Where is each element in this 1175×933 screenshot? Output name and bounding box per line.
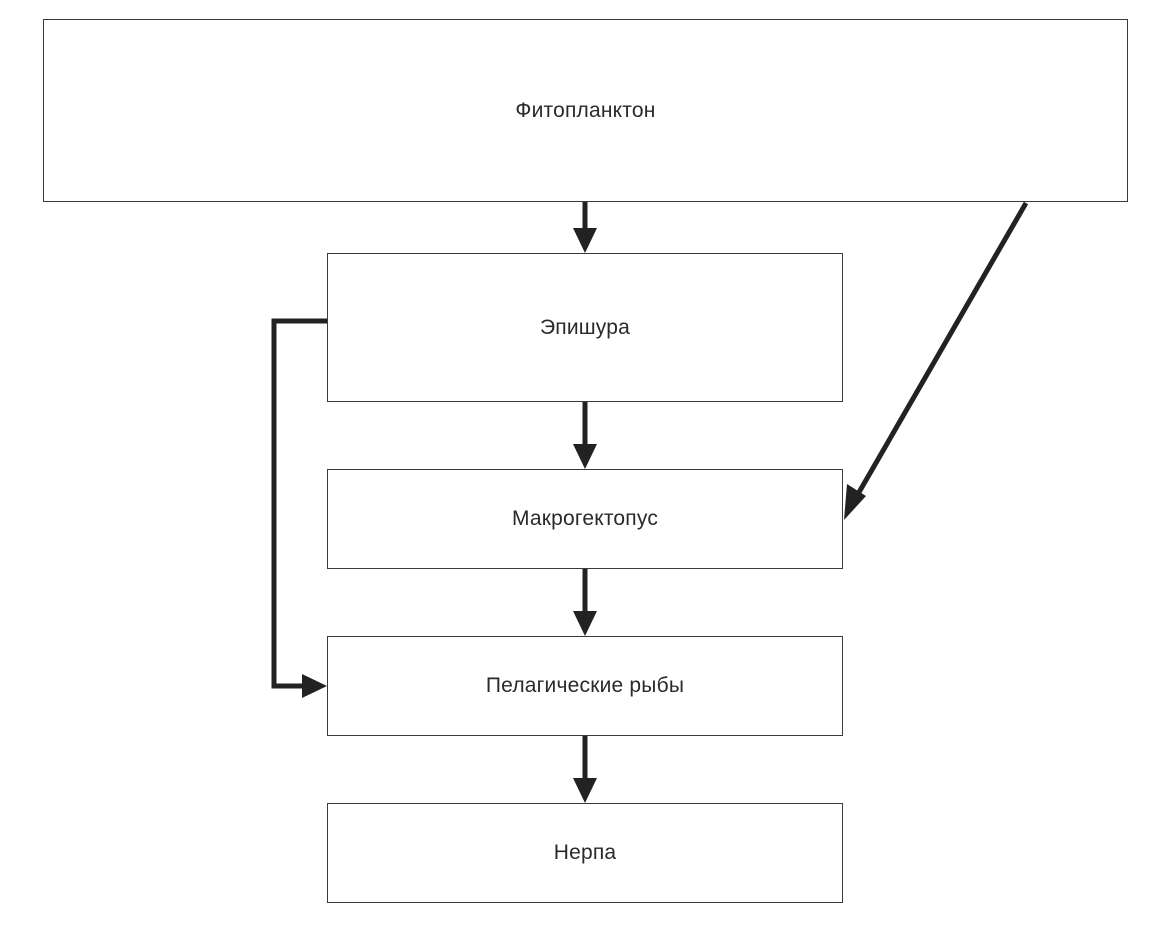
edge-epi-pelagic [271,318,327,689]
node-label-pelagic-fish: Пелагические рыбы [485,674,685,697]
node-phytoplankton: Фитопланктон [43,19,1128,202]
node-label-phytoplankton: Фитопланктон [515,98,656,122]
edge-macro-pelagic-arrowhead [573,611,597,636]
node-label-macrohectopus: Макрогектопус [511,507,659,530]
node-macrohectopus: Макрогектопус [327,469,843,569]
node-pelagic-fish: Пелагические рыбы [327,636,843,736]
edge-epi-macro-arrowhead [573,444,597,469]
node-label-nerpa: Нерпа [553,841,617,864]
node-nerpa: Нерпа [327,803,843,903]
edge-phyto-macro-arrowhead [844,484,866,520]
node-label-epishura: Эпишура [539,315,631,339]
edge-phyto-macro [855,201,1029,496]
node-epishura: Эпишура [327,253,843,402]
edge-epi-pelagic-arrowhead [302,674,327,698]
edge-phyto-epi-arrowhead [573,228,597,253]
edge-pelagic-nerpa-arrowhead [573,778,597,803]
